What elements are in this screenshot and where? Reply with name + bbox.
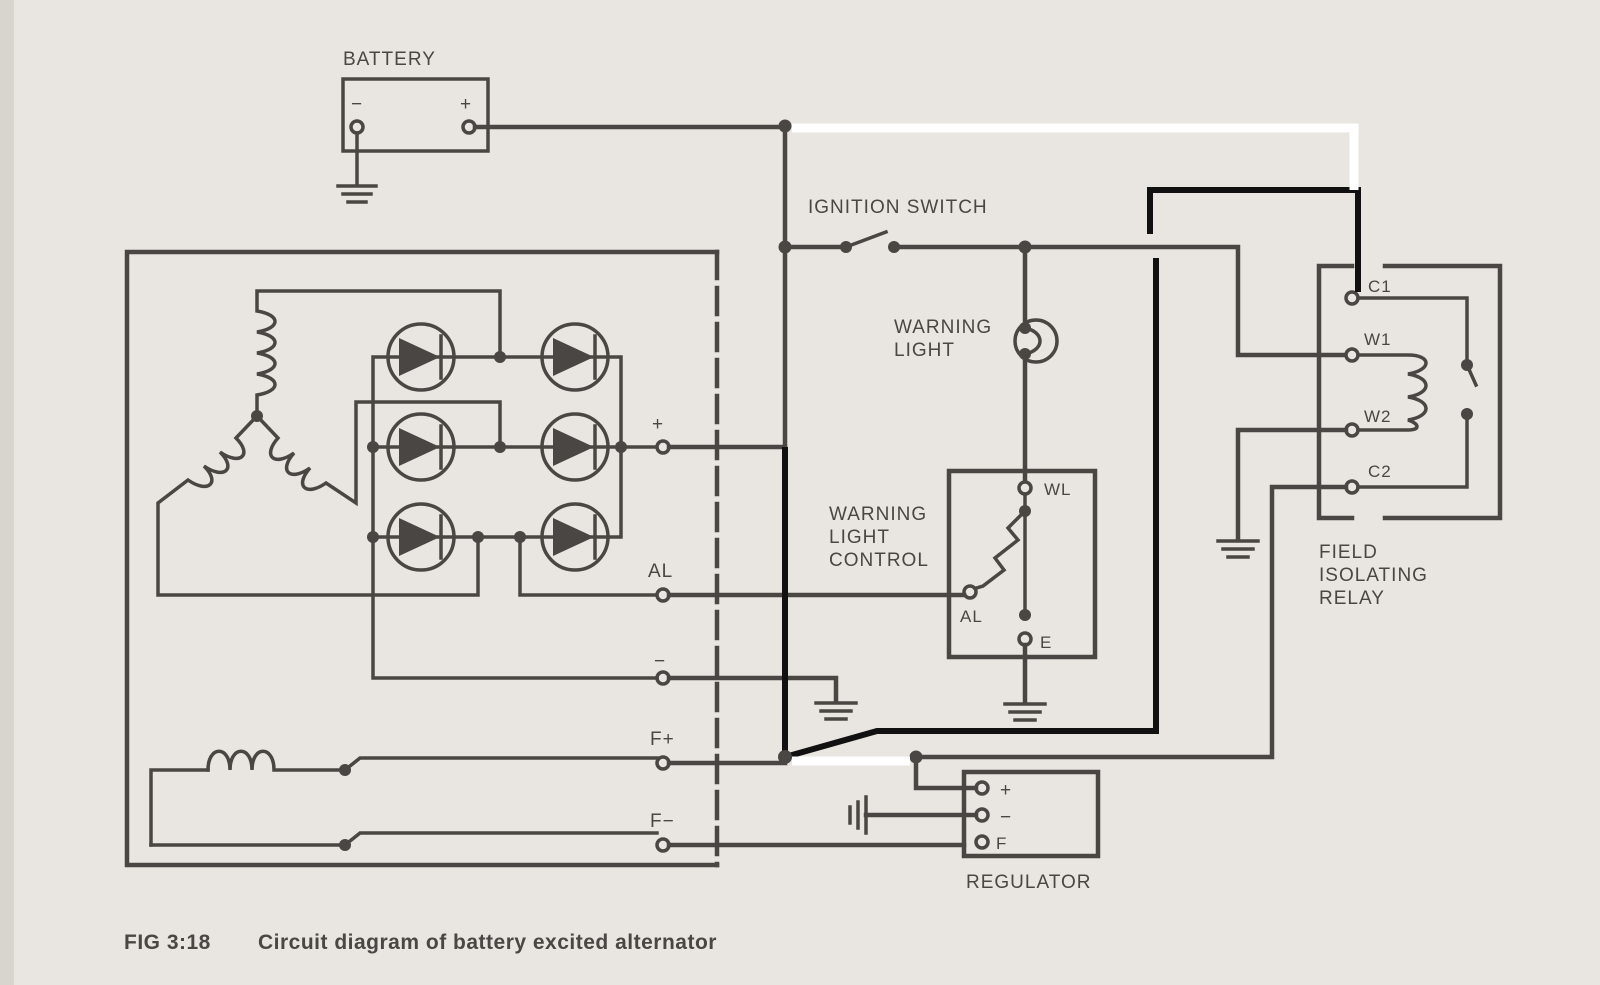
- battery-negative-terminal: [349, 119, 365, 135]
- warning-light-control: WARNING LIGHT CONTROL WL E AL: [829, 468, 1098, 722]
- figure-caption-text: Circuit diagram of battery excited alter…: [258, 931, 717, 954]
- lamp-icon: [1013, 318, 1059, 364]
- field-isolating-relay: C1 W1 W2 C2 FIELD ISOLATING RELAY: [913, 263, 1503, 760]
- diode-icon: [386, 412, 456, 482]
- wlc-wl-terminal: [1017, 480, 1033, 496]
- relay-contact-icon: [1356, 296, 1479, 489]
- battery-label: BATTERY: [343, 49, 436, 70]
- relay-label-1: FIELD: [1319, 542, 1378, 563]
- relay-w1-terminal: [1344, 347, 1360, 363]
- wlc-al-label: AL: [960, 607, 983, 626]
- regulator-minus-label: −: [1000, 807, 1012, 828]
- wlc-ground-icon: [1003, 702, 1047, 722]
- relay-c1-terminal: [1344, 290, 1360, 306]
- rectifier-bridge: [367, 322, 659, 677]
- stator-winding-icon: [156, 289, 502, 597]
- page-edge-shadow: [0, 0, 14, 985]
- regulator-label: REGULATOR: [966, 872, 1092, 893]
- relay-c1-label: C1: [1368, 277, 1392, 296]
- alternator-ground-icon: [814, 701, 858, 721]
- wlc-label-2: LIGHT: [829, 527, 890, 548]
- alternator-plus-label: +: [652, 414, 664, 435]
- regulator-f-terminal: [974, 834, 990, 850]
- battery-ground-icon: [336, 184, 378, 204]
- diode-icon: [540, 322, 610, 392]
- relay-c2-label: C2: [1368, 462, 1392, 481]
- relay-ground-icon: [1216, 539, 1260, 559]
- diode-icon: [386, 502, 456, 572]
- diode-icon: [386, 322, 456, 392]
- alternator-al-label: AL: [648, 561, 673, 582]
- alternator: + AL − F+ F−: [124, 249, 967, 868]
- regulator-f-label: F: [996, 834, 1007, 853]
- ignition-switch-label: IGNITION SWITCH: [808, 197, 988, 218]
- wlc-label-1: WARNING: [829, 504, 927, 525]
- battery: BATTERY − +: [336, 49, 490, 204]
- regulator-ground-icon: [848, 795, 868, 835]
- warning-light-label-2: LIGHT: [894, 340, 955, 361]
- ignition-switch: IGNITION SWITCH: [782, 197, 1349, 358]
- relay-label-2: ISOLATING: [1319, 565, 1428, 586]
- relay-w1-label: W1: [1364, 330, 1392, 349]
- alternator-fminus-label: F−: [650, 811, 675, 832]
- wlc-wl-label: WL: [1044, 480, 1072, 499]
- relay-label-3: RELAY: [1319, 588, 1385, 609]
- battery-negative-label: −: [351, 94, 363, 115]
- wlc-label-3: CONTROL: [829, 550, 929, 571]
- figure-caption: FIG 3:18 Circuit diagram of battery exci…: [124, 931, 717, 954]
- figure-number: FIG 3:18: [124, 931, 211, 954]
- regulator: REGULATOR + − F: [848, 750, 1101, 893]
- relay-w2-label: W2: [1364, 407, 1392, 426]
- warning-light-label-1: WARNING: [894, 317, 992, 338]
- diode-icon: [540, 502, 610, 572]
- modified-wiring: [778, 123, 1361, 766]
- regulator-plus-label: +: [1000, 780, 1012, 801]
- battery-positive-label: +: [460, 94, 472, 115]
- wlc-al-terminal: [962, 584, 978, 600]
- relay-coil-icon: [1356, 353, 1428, 432]
- warning-light: WARNING LIGHT: [894, 244, 1059, 483]
- diode-icon: [540, 412, 610, 482]
- wlc-e-label: E: [1040, 633, 1052, 652]
- rotor-field-coil-icon: [149, 749, 659, 851]
- alternator-fplus-label: F+: [650, 729, 675, 750]
- alternator-minus-label: −: [654, 651, 666, 672]
